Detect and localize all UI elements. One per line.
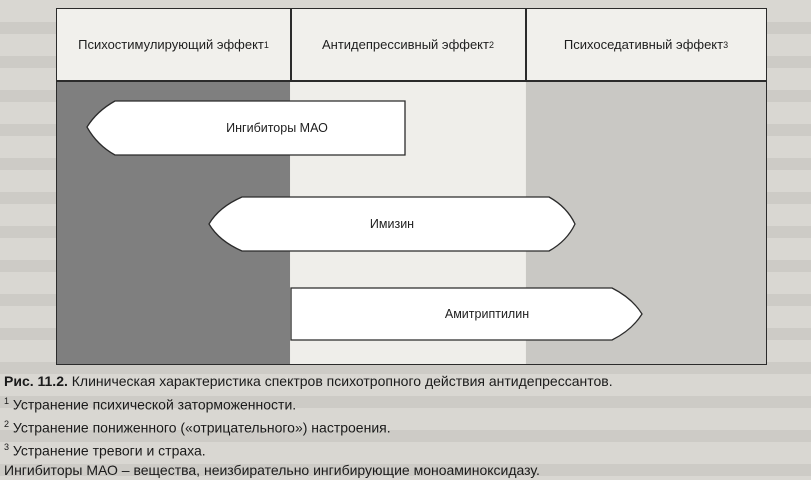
- amitriptyline-label: Амитриптилин: [444, 307, 530, 321]
- header-label: Психоседативный эффект: [563, 37, 724, 52]
- footnote-text: Устранение психической заторможенности.: [12, 396, 297, 413]
- mao-inhibitors-arrow: [86, 100, 406, 156]
- footnote-mark: 1: [4, 395, 10, 406]
- footnote-mark: 2: [4, 418, 10, 429]
- amitriptyline-arrow: [290, 287, 643, 341]
- header-mark: 3: [723, 39, 729, 50]
- header-mark: 1: [263, 39, 269, 50]
- column-divider: [290, 9, 292, 80]
- header-label: Антидепрессивный эффект: [321, 37, 489, 52]
- imizin-label: Имизин: [369, 217, 415, 231]
- mao-inhibitors-label: Ингибиторы МАО: [226, 121, 328, 135]
- caption-title-line: Рис. 11.2. Клиническая характеристика сп…: [4, 372, 809, 392]
- figure-caption: Рис. 11.2. Клиническая характеристика сп…: [4, 372, 809, 480]
- imizin-arrow: [208, 196, 576, 252]
- header-separator: [57, 80, 766, 82]
- footnote-2: 2 Устранение пониженного («отрицательног…: [4, 415, 809, 438]
- footnote-1: 1 Устранение психической заторможенности…: [4, 392, 809, 415]
- footnote-text: Устранение тревоги и страха.: [12, 442, 206, 459]
- footnote-mark: 3: [4, 441, 10, 452]
- footnote-3: 3 Устранение тревоги и страха.: [4, 438, 809, 461]
- footnote-text: Устранение пониженного («отрицательного»…: [12, 419, 391, 436]
- caption-definition-line: Ингибиторы МАО – вещества, неизбирательн…: [4, 461, 540, 478]
- figure-title: Клиническая характеристика спектров псих…: [71, 373, 613, 389]
- arrows-layer: [86, 100, 643, 341]
- header-label: Психостимулирующий эффект: [78, 37, 264, 52]
- figure-number: Рис. 11.2.: [4, 373, 68, 389]
- header-mark: 2: [488, 39, 494, 50]
- column-divider: [525, 9, 527, 80]
